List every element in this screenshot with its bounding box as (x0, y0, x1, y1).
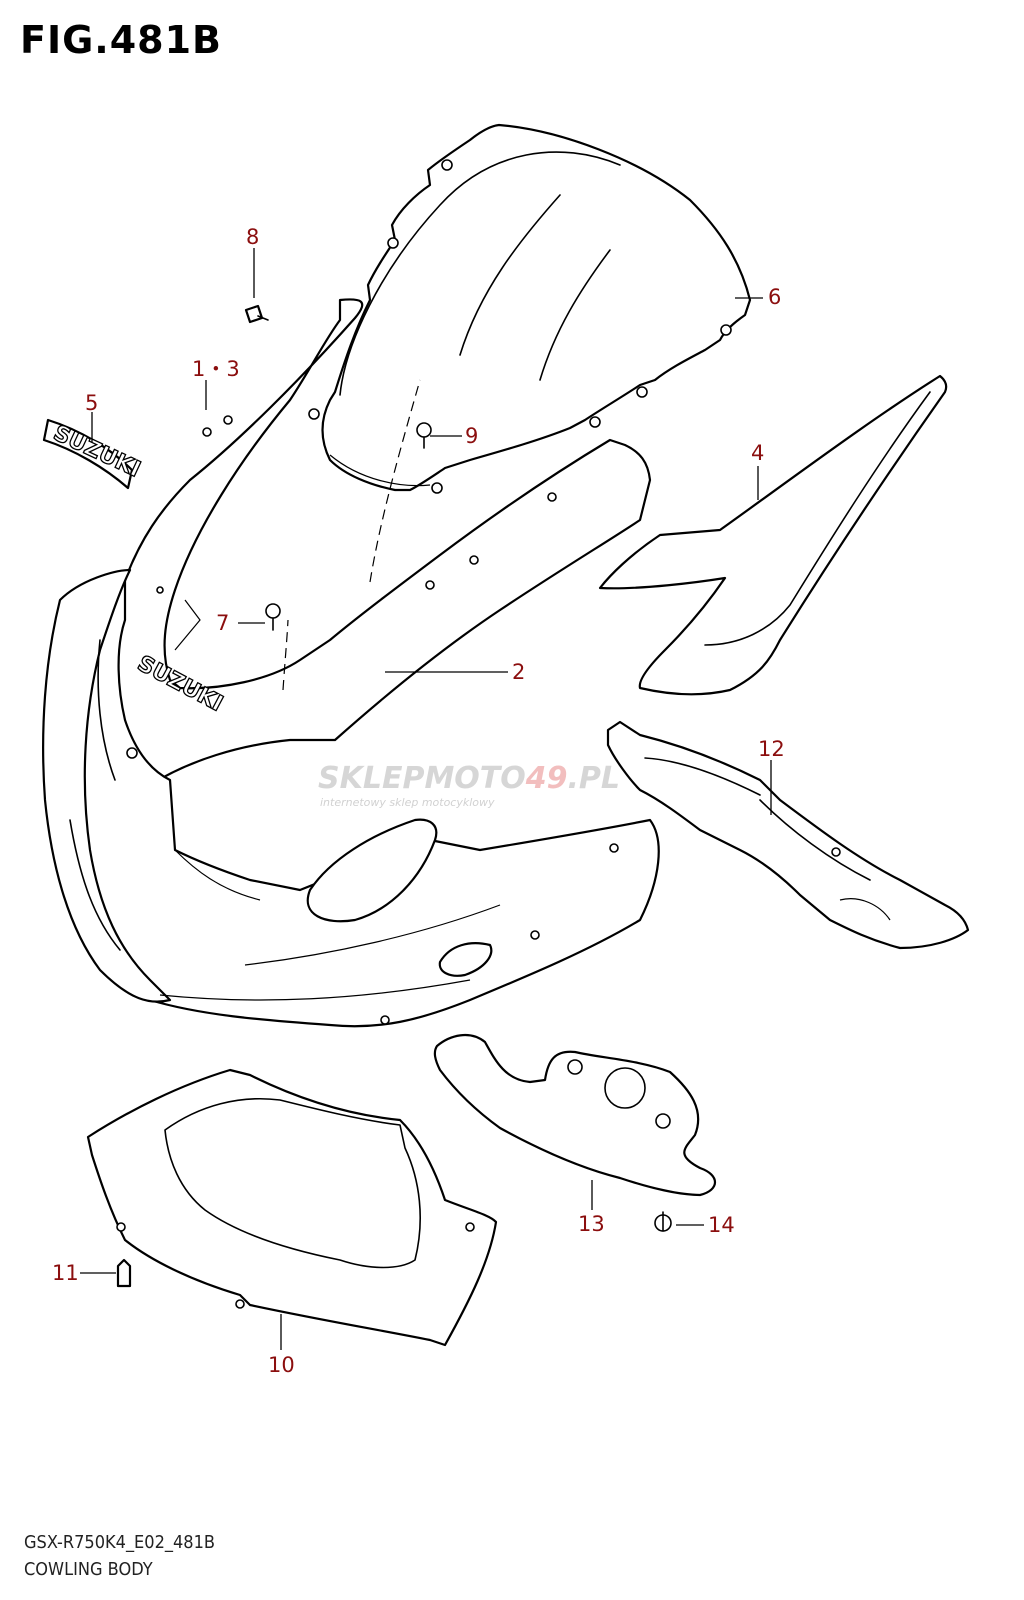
callout-12: 12 (758, 737, 785, 761)
windscreen-part (308, 123, 752, 494)
bracket-plate-part (433, 1033, 717, 1197)
callout-10: 10 (268, 1353, 295, 1377)
screw-9 (416, 422, 432, 449)
callout-1-3: 1・3 (192, 357, 240, 381)
inner-cover-part (606, 720, 970, 950)
callout-13: 13 (578, 1212, 605, 1236)
leader-lines (80, 248, 772, 1350)
cowling-body-part: SUZUKI (42, 298, 660, 1028)
screw-7 (265, 603, 281, 631)
svg-text:SKLEPMOTO49.PL: SKLEPMOTO49.PL (318, 761, 620, 796)
side-decal-part (598, 374, 948, 696)
lower-panel-part (86, 1068, 498, 1347)
svg-text:SUZUKI: SUZUKI (49, 421, 144, 483)
callout-11: 11 (52, 1261, 79, 1285)
clip-11 (116, 1258, 132, 1288)
svg-text:internetowy sklep motocyklowy: internetowy sklep motocyklowy (320, 796, 495, 809)
callout-14: 14 (708, 1213, 735, 1237)
model-code: GSX-R750K4_E02_481B (24, 1532, 215, 1553)
callout-7: 7 (216, 611, 229, 635)
figure-title: FIG.481B (20, 18, 223, 62)
callout-4: 4 (751, 441, 764, 465)
callout-labels: 8 1・3 5 6 9 4 7 2 12 13 14 11 10 (52, 225, 785, 1377)
screw-8 (244, 304, 269, 324)
callout-5: 5 (85, 391, 98, 415)
callout-8: 8 (246, 225, 259, 249)
callout-9: 9 (465, 424, 478, 448)
screw-14 (654, 1211, 672, 1232)
watermark: SKLEPMOTO49.PL internetowy sklep motocyk… (318, 761, 620, 809)
callout-6: 6 (768, 285, 781, 309)
suzuki-emblem-part: SUZUKI (42, 418, 145, 490)
figure-name: COWLING BODY (24, 1559, 153, 1580)
callout-2: 2 (512, 660, 525, 684)
